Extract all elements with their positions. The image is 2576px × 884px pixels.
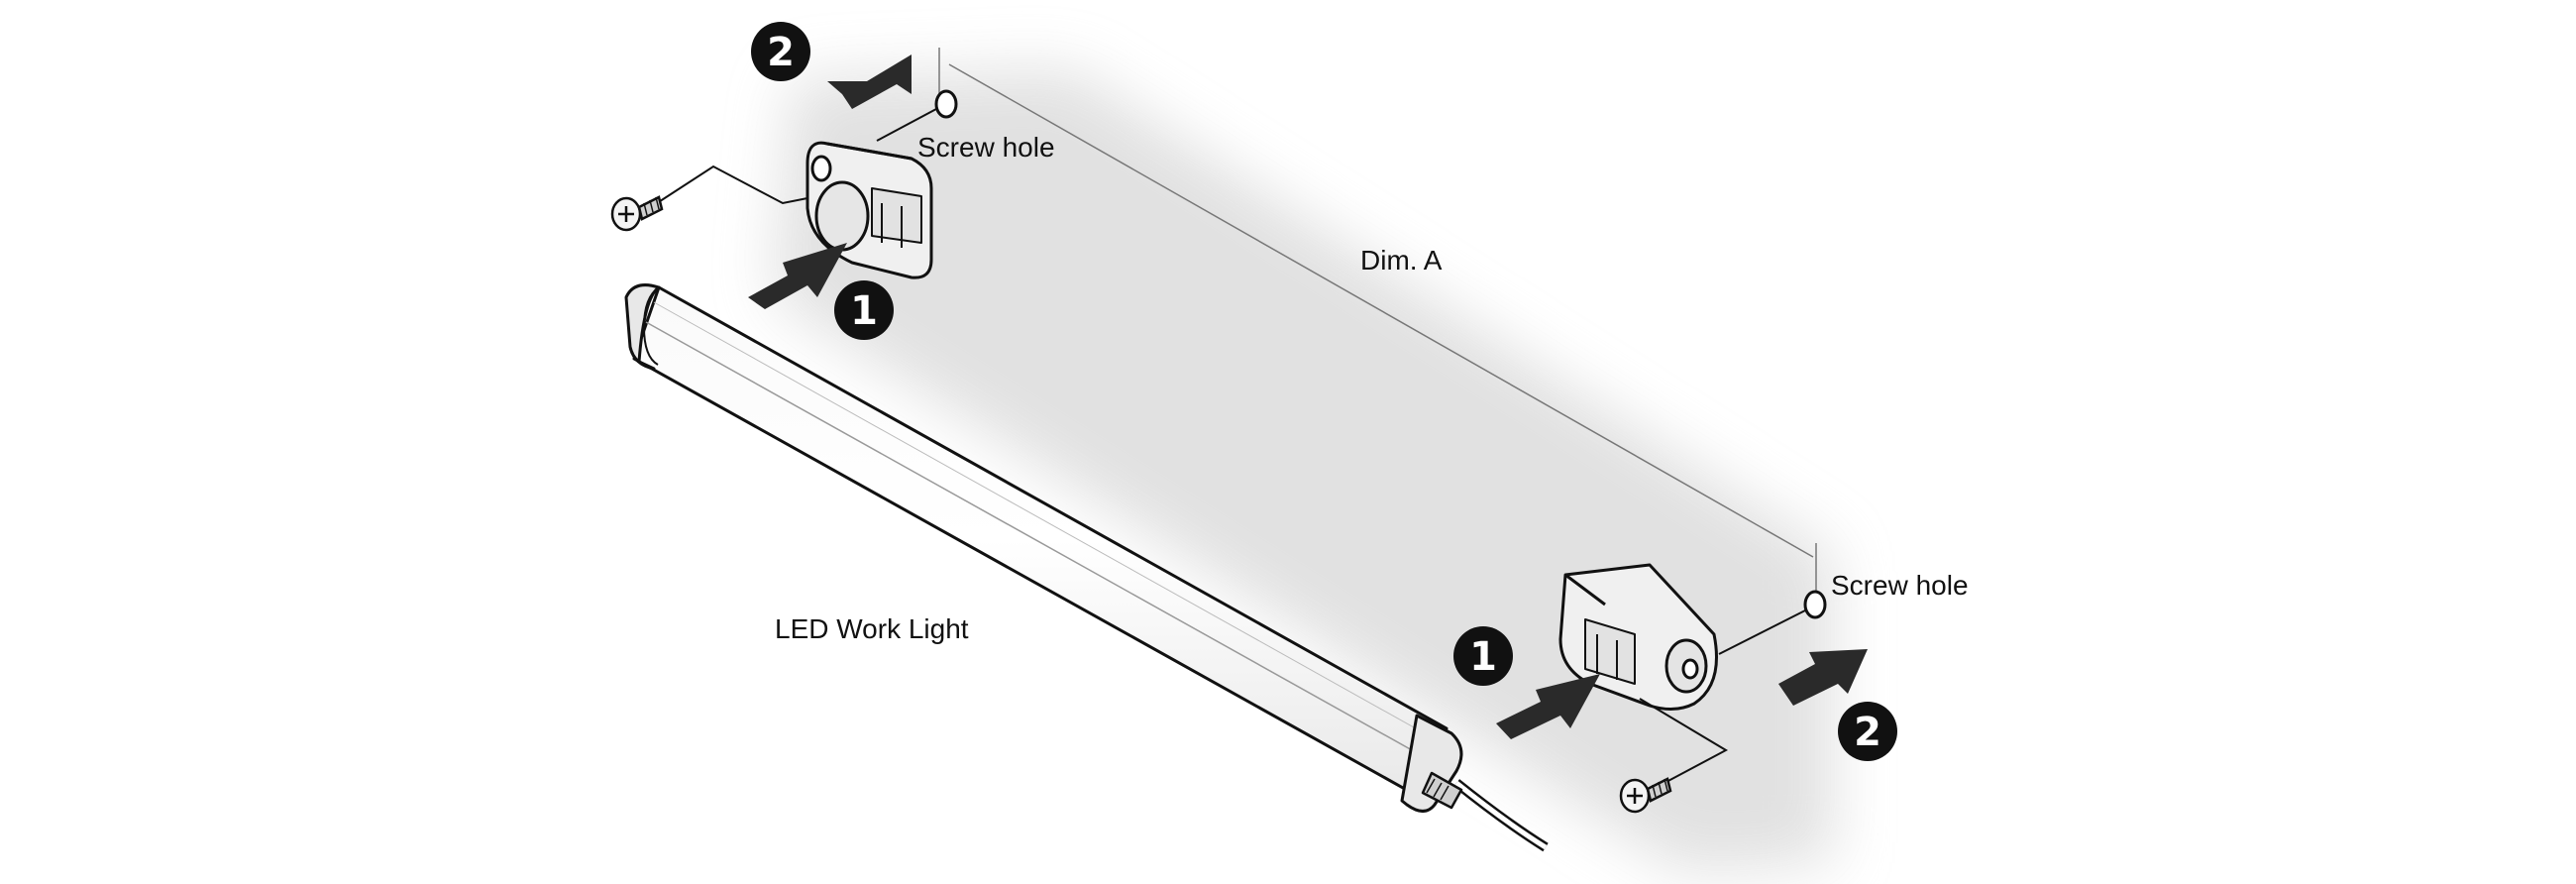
arrow-step1-bottom-icon [1496, 674, 1600, 739]
product-label: LED Work Light [775, 613, 969, 644]
led-work-light [624, 283, 1549, 852]
arrow-step2-bottom-icon [1778, 649, 1868, 706]
leader-line-top-screw [653, 165, 808, 206]
arrow-step2-top-icon [827, 55, 912, 109]
dimension-label: Dim. A [1360, 245, 1443, 276]
step-badge-1-bottom: 1 [1453, 626, 1513, 686]
screw-hole-bottom-icon [1803, 590, 1827, 619]
screw-hole-bottom-label: Screw hole [1831, 570, 1969, 601]
step-badge-1-top: 1 [834, 280, 894, 340]
svg-text:1: 1 [850, 288, 878, 334]
svg-text:1: 1 [1469, 634, 1497, 680]
bottom-bracket [1558, 563, 1718, 711]
svg-text:2: 2 [767, 30, 795, 75]
screw-top-icon [610, 195, 664, 232]
leader-line-top-hole [876, 108, 937, 142]
arrow-step1-top-icon [748, 243, 847, 309]
leader-line-bottom-hole [1718, 609, 1806, 655]
screw-hole-top-label: Screw hole [917, 132, 1055, 163]
step-badge-2-bottom: 2 [1838, 702, 1897, 761]
svg-text:2: 2 [1854, 710, 1881, 755]
screw-bottom-icon [1619, 777, 1672, 814]
screw-hole-top-icon [934, 89, 958, 119]
leader-line-bottom-screw [1639, 698, 1729, 784]
step-badge-2-top: 2 [751, 22, 810, 81]
wall-shadow [773, 69, 1833, 872]
dimension-line [938, 48, 1817, 593]
